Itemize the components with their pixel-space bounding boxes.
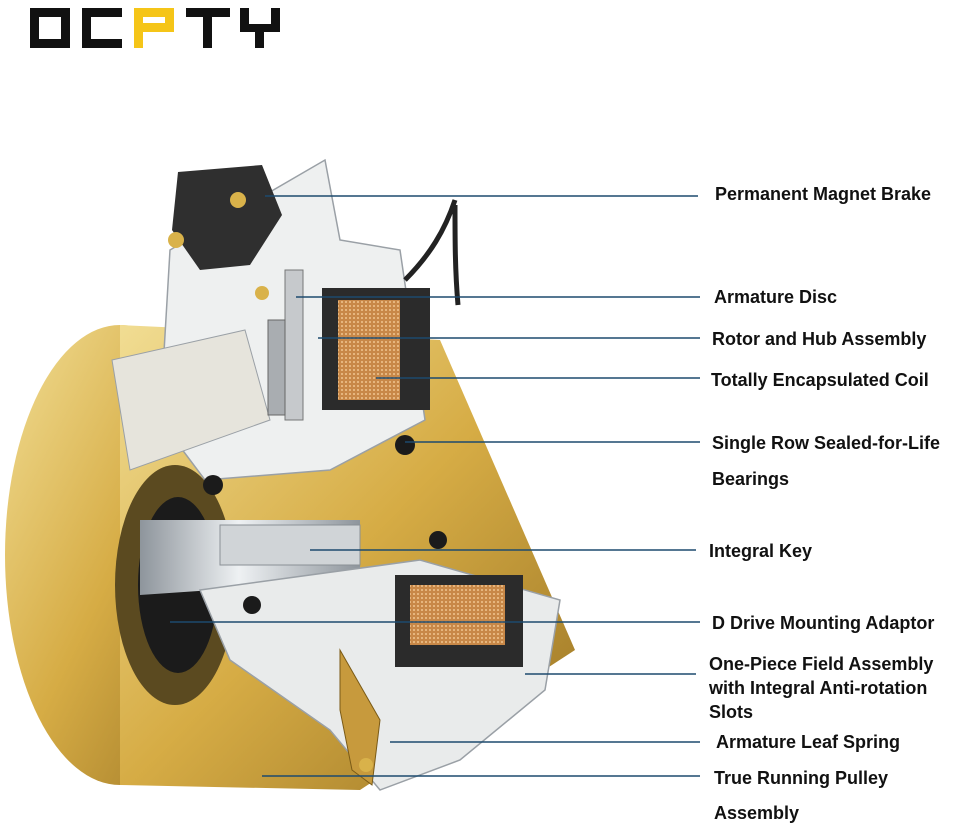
ocpty-logo — [30, 8, 280, 48]
label-field-line2: with Integral Anti-rotation — [709, 678, 928, 698]
logo-letter-c — [82, 8, 122, 48]
lower-bearings — [243, 531, 447, 614]
label-encapsulated-coil: Totally Encapsulated Coil — [711, 370, 929, 390]
lower-encapsulated-coil — [395, 575, 523, 667]
label-field-line3: Slots — [709, 702, 754, 722]
label-integral-key: Integral Key — [709, 541, 813, 561]
upper-bearings — [203, 435, 415, 495]
rotor-plates-upper — [267, 269, 304, 421]
label-leaf-spring: Armature Leaf Spring — [716, 732, 901, 752]
armature-leaf-spring — [339, 648, 381, 786]
label-drive-adaptor: D Drive Mounting Adaptor — [712, 613, 935, 633]
label-field-line1: One-Piece Field Assembly — [709, 654, 934, 674]
coil-wire — [403, 199, 461, 306]
permanent-magnet-brake — [168, 165, 282, 300]
logo-letter-p — [134, 8, 174, 48]
logo-letter-t — [186, 8, 230, 48]
label-bearings-line2: Bearings — [712, 469, 790, 489]
logo-letter-y — [240, 8, 280, 48]
label-rotor-hub-assembly: Rotor and Hub Assembly — [712, 329, 927, 349]
label-pulley-line2: Assembly — [714, 803, 800, 823]
label-permanent-magnet-brake: Permanent Magnet Brake — [715, 184, 932, 204]
label-pulley-line1: True Running Pulley — [714, 768, 889, 788]
logo-letter-o — [30, 8, 70, 48]
leader-lines — [170, 195, 700, 777]
upper-encapsulated-coil — [322, 288, 430, 410]
label-bearings-line1: Single Row Sealed-for-Life — [712, 433, 941, 453]
label-armature-disc: Armature Disc — [714, 287, 838, 307]
